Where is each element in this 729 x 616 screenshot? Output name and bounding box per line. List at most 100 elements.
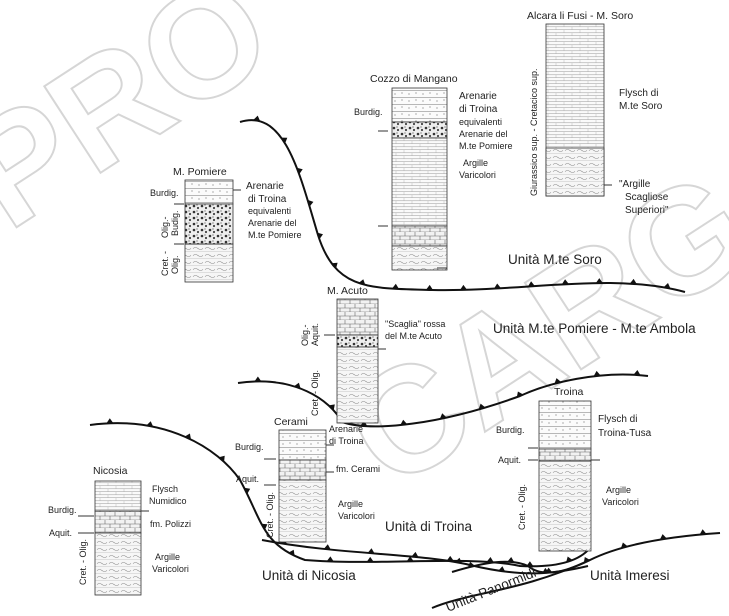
column-body-flysch <box>392 138 447 226</box>
column-title: M. Acuto <box>327 285 368 297</box>
thrust-tooth <box>368 548 375 553</box>
formation-label: fm. Polizzi <box>150 519 191 529</box>
age-label: Burdig. <box>235 442 264 452</box>
unit-label-imeresi: Unità Imeresi <box>590 568 670 583</box>
age-label: Aquit. <box>498 455 521 465</box>
formation-label: Varicolori <box>152 564 189 574</box>
age-label: Aquit. <box>49 528 72 538</box>
formation-label: Arenarie <box>459 91 497 102</box>
thrust-tooth <box>392 284 399 289</box>
age-label-vertical: Aquit. <box>310 323 320 346</box>
formation-label: M.te Pomiere <box>248 230 302 240</box>
column-body-brick <box>539 449 591 461</box>
formation-label: Numidico <box>149 496 187 506</box>
formation-label: equivalenti <box>459 117 502 127</box>
formation-label: Troina-Tusa <box>598 428 652 439</box>
formation-label: Argille <box>463 158 488 168</box>
formation-label: "Argille <box>619 179 651 190</box>
column-title: Cerami <box>274 416 308 428</box>
age-label: Burdig. <box>496 425 525 435</box>
formation-label: Flysch di <box>598 414 637 425</box>
formation-label: Arenarie del <box>459 129 508 139</box>
age-label-vertical: Olig.- <box>160 216 170 238</box>
formation-label: Flysch <box>152 484 178 494</box>
column-body-sand <box>392 88 447 122</box>
column-body-sand <box>279 430 326 460</box>
column-body-sand <box>185 180 233 204</box>
age-label-vertical: Olig.- <box>300 324 310 346</box>
unit-label-panormidi: Unità Panormidi <box>444 565 539 615</box>
age-label: Burdig. <box>48 505 77 515</box>
thrust-tooth <box>324 544 331 549</box>
column-title: Alcara li Fusi - M. Soro <box>527 10 633 22</box>
age-label-vertical: Cret. - Olig. <box>310 370 320 416</box>
formation-label: fm. Cerami <box>336 464 380 474</box>
column-alcara-li-fusi: Alcara li Fusi - M. Soro Giurassico sup.… <box>527 10 669 216</box>
column-title: Cozzo di Mangano <box>370 73 458 85</box>
thrust-tooth <box>254 377 261 382</box>
formation-label: M.te Soro <box>619 101 663 112</box>
age-label-vertical: Olig. <box>170 255 180 274</box>
column-body-pebble <box>185 204 233 244</box>
age-label: Burdig. <box>354 107 383 117</box>
formation-label: di Troina <box>329 436 364 446</box>
age-label: Burdig. <box>150 188 179 198</box>
formation-label: Varicolori <box>459 170 496 180</box>
thrust-tooth <box>106 418 113 423</box>
thrust-tooth <box>327 556 334 561</box>
thrust-tooth <box>507 557 514 562</box>
column-body-brick <box>95 511 141 533</box>
formation-label: Flysch di <box>619 88 658 99</box>
formation-label: Varicolori <box>602 497 639 507</box>
formation-label: Arenarie <box>329 424 363 434</box>
formation-label: Argille <box>606 485 631 495</box>
unit-label-troina: Unità di Troina <box>385 519 473 534</box>
column-body-brick <box>392 226 447 246</box>
thrust-tooth <box>447 556 454 561</box>
age-label-vertical: Giurassico sup. - Cretacico sup. <box>529 68 539 196</box>
thrust-tooth <box>412 552 419 557</box>
thrust-tooth <box>487 557 494 562</box>
unit-label-m-te-pomiere-ambola: Unità M.te Pomiere - M.te Ambola <box>493 321 696 336</box>
formation-label: Arenarie del <box>248 218 297 228</box>
formation-label: del M.te Acuto <box>385 331 442 341</box>
age-label-vertical: Budig. <box>170 210 180 236</box>
column-m-pomiere: M. Pomiere Burdig. Olig.- Budig. Cret. -… <box>150 166 302 282</box>
column-body-flysch <box>95 481 141 511</box>
column-body-clay <box>337 347 378 423</box>
column-title: Troina <box>554 386 584 398</box>
thrust-tooth <box>426 285 433 290</box>
unit-label-nicosia: Unità di Nicosia <box>262 568 356 583</box>
column-body-clay <box>392 246 447 270</box>
thrust-tooth <box>700 529 707 534</box>
formation-label: Argille <box>155 552 180 562</box>
formation-label: equivalenti <box>248 206 291 216</box>
age-label-vertical: Cret. - Olig. <box>265 492 275 538</box>
thrust-tooth <box>498 566 505 571</box>
column-body-brick <box>337 299 378 335</box>
column-body-brick <box>279 460 326 480</box>
formation-label: Argille <box>338 499 363 509</box>
unit-label-m-te-soro: Unità M.te Soro <box>508 252 602 267</box>
formation-label: di Troina <box>459 104 498 115</box>
formation-label: Superiori" <box>625 205 669 216</box>
thrust-tooth <box>367 557 374 562</box>
column-body-clay <box>95 533 141 595</box>
age-label: Aquit. <box>236 474 259 484</box>
column-body-pebble <box>392 122 447 138</box>
age-label-vertical: Cret. - Olig. <box>78 539 88 585</box>
formation-label: M.te Pomiere <box>459 141 513 151</box>
age-label-vertical: Cret. - Olig. <box>517 484 527 530</box>
column-title: Nicosia <box>93 465 128 477</box>
formation-label: di Troina <box>248 194 287 205</box>
column-body-clay <box>539 461 591 551</box>
column-nicosia: Nicosia Burdig. Aquit. Cret. - Olig. Fly… <box>48 465 191 595</box>
column-body-pebble <box>337 335 378 347</box>
column-title: M. Pomiere <box>173 166 227 178</box>
formation-label: Arenarie <box>246 181 284 192</box>
formation-label: Scagliose <box>625 192 669 203</box>
age-label-vertical: Cret. - <box>160 251 170 276</box>
formation-label: Varicolori <box>338 511 375 521</box>
column-body-clay <box>185 244 233 282</box>
